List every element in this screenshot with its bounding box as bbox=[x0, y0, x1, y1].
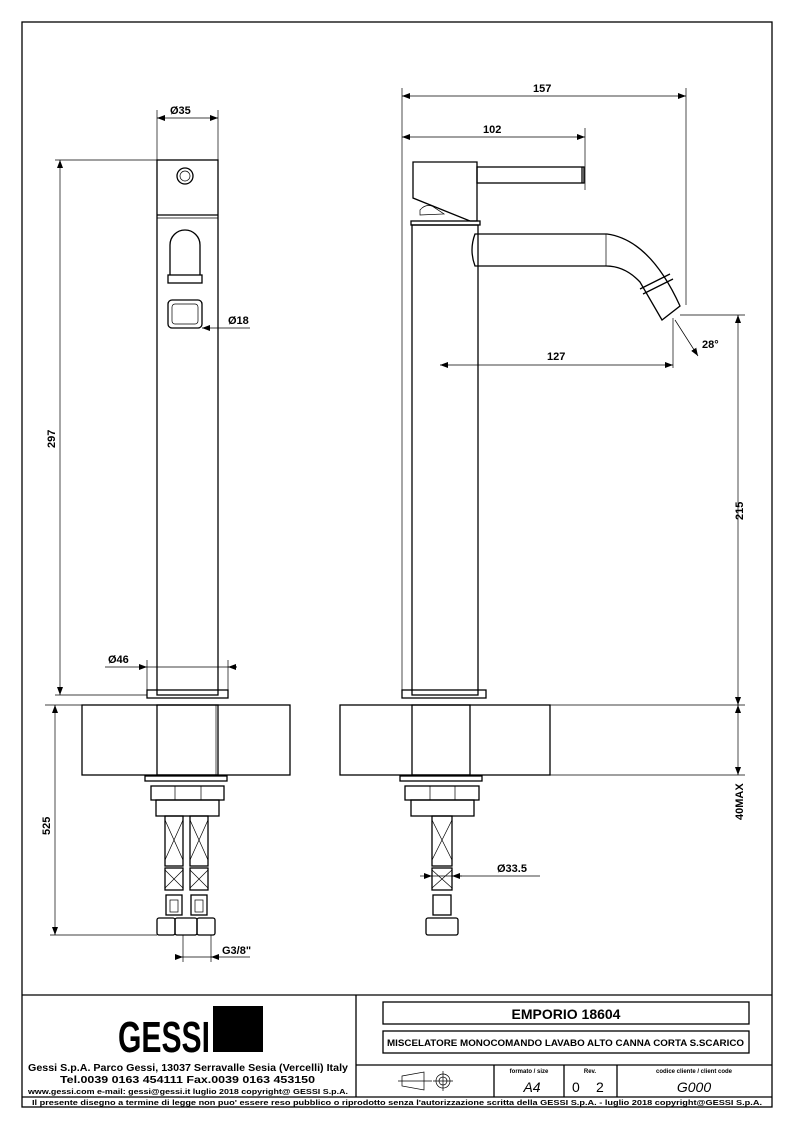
dim-connection: G3/8" bbox=[222, 945, 251, 957]
dim-counter-max: 40MAX bbox=[734, 783, 746, 820]
company-address: Gessi S.p.A. Parco Gessi, 13037 Serraval… bbox=[28, 1063, 348, 1074]
side-view bbox=[339, 161, 681, 936]
hose-nuts-front bbox=[196, 917, 216, 936]
client-code-value: G000 bbox=[677, 1079, 711, 1095]
dim-overall-reach: 157 bbox=[533, 83, 551, 95]
handle-body-side bbox=[412, 161, 478, 222]
countertop-section-front bbox=[81, 704, 291, 776]
format-value: A4 bbox=[522, 1079, 540, 1095]
aerator-front bbox=[167, 299, 203, 329]
gessi-logo: GESSI bbox=[118, 1006, 263, 1062]
front-view bbox=[81, 159, 291, 936]
dim-lever-reach: 102 bbox=[483, 124, 501, 136]
rev-value-minor: 2 bbox=[596, 1079, 604, 1095]
countertop-section-side bbox=[339, 704, 551, 776]
base-plate-front bbox=[146, 689, 229, 699]
company-contacts: Tel.0039 0163 454111 Fax.0039 0163 45315… bbox=[60, 1075, 316, 1086]
svg-text:GESSI: GESSI bbox=[118, 1013, 210, 1062]
rev-label: Rev. bbox=[584, 1069, 597, 1075]
drawing-frame bbox=[21, 21, 773, 1108]
dim-dia-base: Ø46 bbox=[108, 654, 129, 666]
dim-angle: 28° bbox=[702, 339, 719, 351]
product-description: MISCELATORE MONOCOMANDO LAVABO ALTO CANN… bbox=[387, 1038, 744, 1048]
projection-symbol-icon bbox=[398, 1071, 453, 1091]
dim-dia-top: Ø35 bbox=[170, 105, 191, 117]
dim-dia-spout: Ø18 bbox=[228, 315, 249, 327]
spout-side bbox=[471, 233, 681, 321]
product-name: EMPORIO 18604 bbox=[512, 1006, 621, 1022]
dim-height-total: 297 bbox=[46, 430, 58, 448]
format-label: formato / size bbox=[510, 1069, 549, 1075]
dim-spout-height: 215 bbox=[734, 502, 746, 520]
company-web: www.gessi.com e-mail: gessi@gessi.it lug… bbox=[27, 1089, 348, 1096]
client-code-label: codice cliente / client code bbox=[656, 1069, 733, 1075]
faucet-body-front bbox=[156, 159, 219, 696]
legal-notice: Il presente disegno a termine di legge n… bbox=[32, 1100, 762, 1107]
lock-nut-front bbox=[150, 785, 225, 801]
side-view-dimensions: 157 102 127 28° 215 40MAX Ø33.5 bbox=[401, 83, 746, 879]
dim-spout-reach: 127 bbox=[547, 351, 565, 363]
title-block: GESSI Gessi S.p.A. Parco Gessi, 13037 Se… bbox=[22, 994, 772, 1107]
flexible-hoses-front bbox=[164, 815, 209, 916]
front-view-dimensions: Ø35 Ø18 297 Ø46 525 G3/8" bbox=[41, 105, 251, 962]
lever-side bbox=[476, 166, 585, 184]
faucet-body-side bbox=[411, 224, 479, 696]
handle-knob-circle bbox=[176, 167, 194, 185]
dim-dia-shank: Ø33.5 bbox=[497, 863, 527, 875]
dim-below-counter: 525 bbox=[41, 817, 53, 835]
spout-opening bbox=[169, 229, 201, 275]
rev-value-major: 0 bbox=[572, 1079, 580, 1095]
